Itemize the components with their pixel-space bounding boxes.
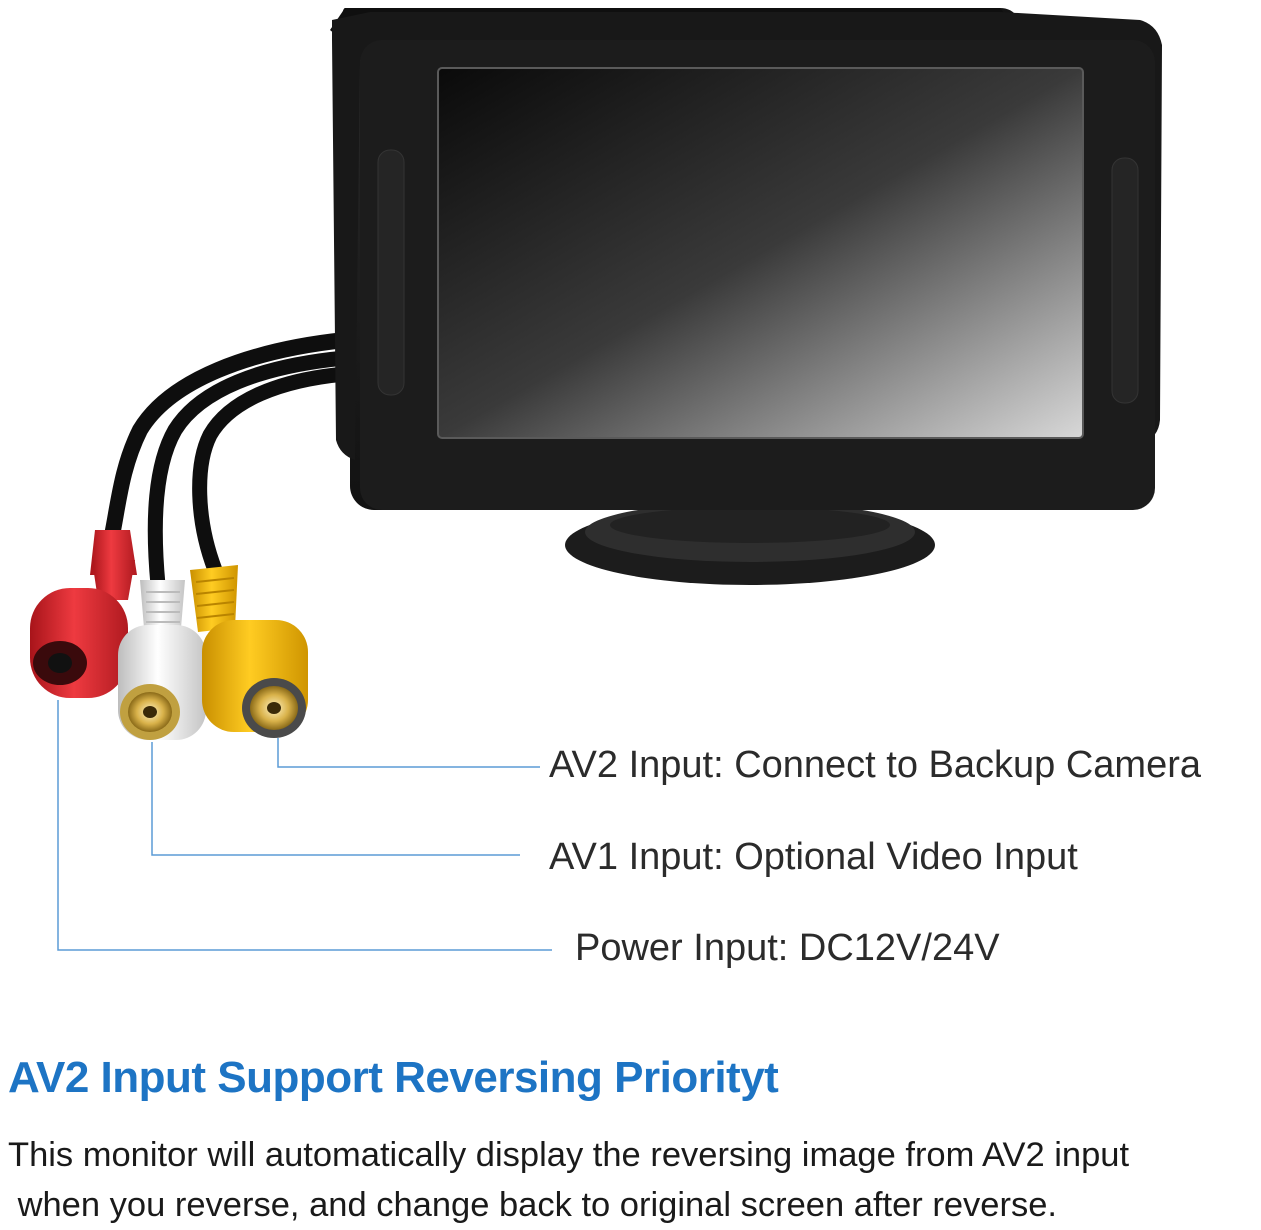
description-line-1: This monitor will automatically display …: [8, 1136, 1130, 1174]
av2-connector: [190, 565, 308, 738]
feature-heading: AV2 Input Support Reversing Priorityt: [8, 1053, 779, 1102]
power-connector: [30, 530, 137, 698]
leader-lines: [57, 700, 552, 951]
av2-input-label: AV2 Input: Connect to Backup Camera: [549, 744, 1201, 786]
feature-description: This monitor will automatically display …: [8, 1130, 1129, 1230]
av1-connector: [118, 580, 206, 740]
monitor-screen: [437, 67, 1084, 439]
power-input-label: Power Input: DC12V/24V: [575, 927, 1000, 969]
av1-input-label: AV1 Input: Optional Video Input: [549, 836, 1078, 878]
cables: [102, 332, 353, 593]
description-line-2: when you reverse, and change back to ori…: [8, 1186, 1057, 1224]
monitor-stand: [565, 502, 935, 585]
